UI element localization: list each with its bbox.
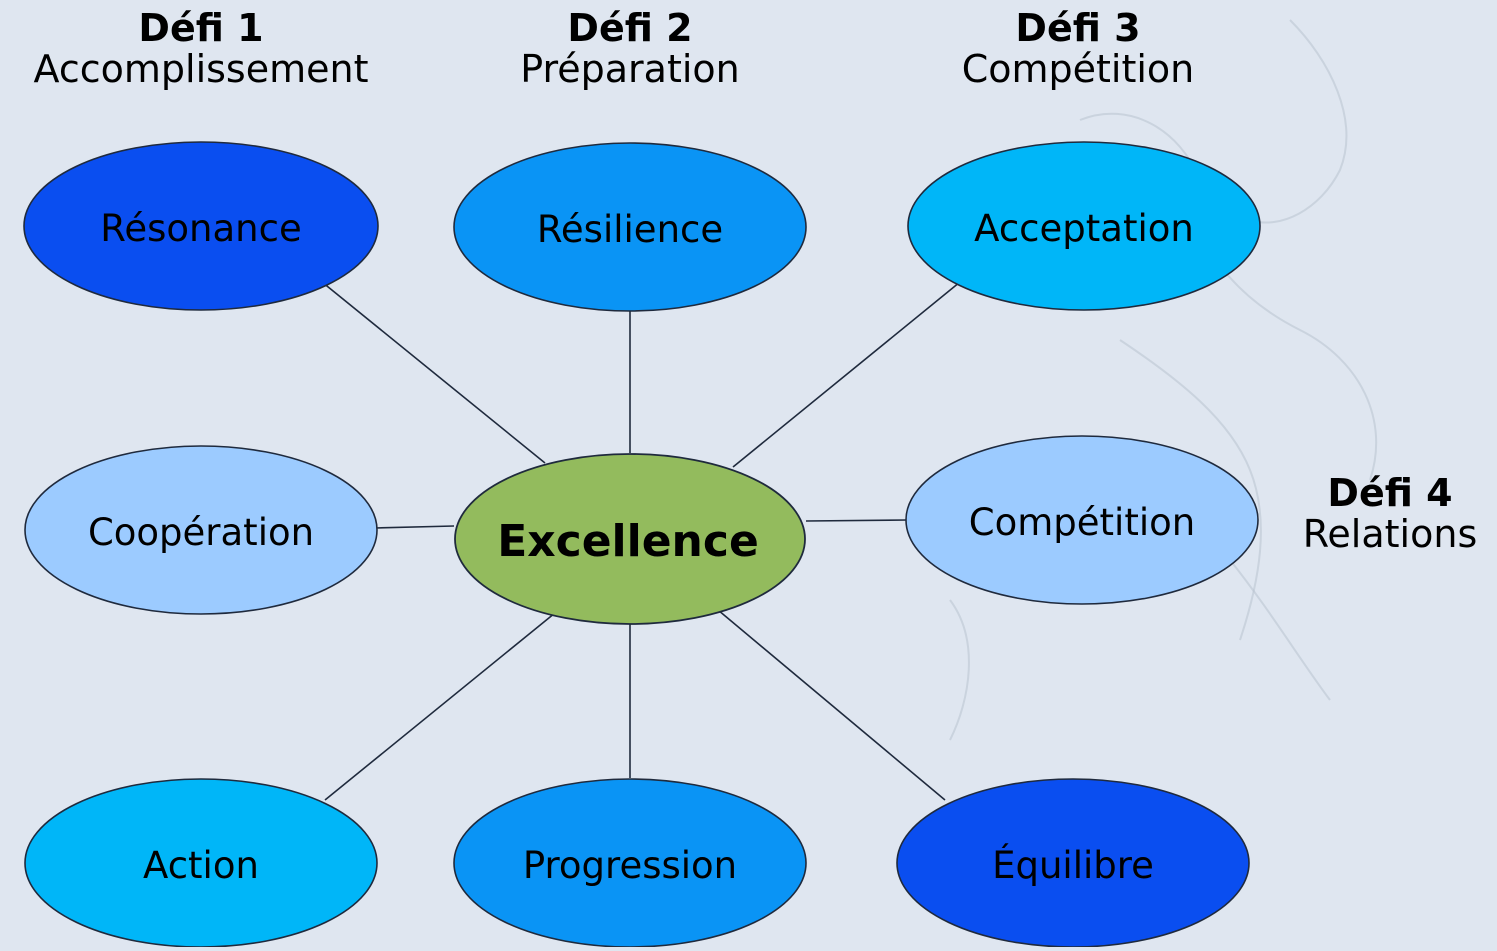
node-cooperation-shape xyxy=(24,445,378,615)
node-acceptation-shape xyxy=(907,141,1261,311)
center-node-shape xyxy=(454,453,806,625)
heading-defi-1-subtitle: Accomplissement xyxy=(33,47,369,92)
node-resonance-label: Résonance xyxy=(100,207,301,250)
heading-defi-1: Défi 1 Accomplissement xyxy=(6,6,396,92)
node-resilience-label: Résilience xyxy=(537,208,723,251)
center-node-label: Excellence xyxy=(497,516,759,567)
node-acceptation-label: Acceptation xyxy=(974,207,1194,250)
node-action-label: Action xyxy=(143,844,259,887)
node-equilibre: Équilibre xyxy=(896,778,1250,948)
connector-equilibre xyxy=(717,609,946,801)
heading-defi-2-subtitle: Préparation xyxy=(520,47,740,92)
heading-defi-3-subtitle: Compétition xyxy=(961,47,1195,92)
heading-defi-4-title: Défi 4 xyxy=(1327,471,1453,515)
node-resilience-shape xyxy=(453,142,807,312)
node-cooperation-label: Coopération xyxy=(88,511,314,554)
heading-defi-3-title: Défi 3 xyxy=(1015,6,1141,50)
node-equilibre-label: Équilibre xyxy=(992,843,1154,887)
node-resilience: Résilience xyxy=(453,142,807,312)
connector-resonance xyxy=(321,281,546,464)
heading-defi-1-title: Défi 1 xyxy=(138,6,264,50)
node-competition-shape xyxy=(905,435,1259,605)
connector-lines xyxy=(321,281,961,801)
heading-defi-4: Défi 4 Relations xyxy=(1286,471,1494,557)
node-progression-label: Progression xyxy=(523,844,737,887)
node-acceptation: Acceptation xyxy=(907,141,1261,311)
node-competition: Compétition xyxy=(905,435,1259,605)
node-action: Action xyxy=(24,778,378,948)
node-cooperation: Coopération xyxy=(24,445,378,615)
connector-action xyxy=(324,612,556,801)
center-node: Excellence xyxy=(454,453,806,625)
connector-competition xyxy=(805,519,909,522)
heading-defi-4-subtitle: Relations xyxy=(1302,512,1478,557)
connector-cooperation xyxy=(374,525,455,529)
node-progression: Progression xyxy=(453,778,807,948)
heading-defi-2-title: Défi 2 xyxy=(567,6,693,50)
node-resonance-shape xyxy=(23,141,379,311)
connector-acceptation xyxy=(732,281,961,468)
node-competition-label: Compétition xyxy=(969,501,1195,544)
heading-defi-2: Défi 2 Préparation xyxy=(480,6,780,92)
athlete-watermark-icon xyxy=(949,19,1378,741)
node-resonance: Résonance xyxy=(23,141,379,311)
heading-defi-3: Défi 3 Compétition xyxy=(928,6,1228,92)
